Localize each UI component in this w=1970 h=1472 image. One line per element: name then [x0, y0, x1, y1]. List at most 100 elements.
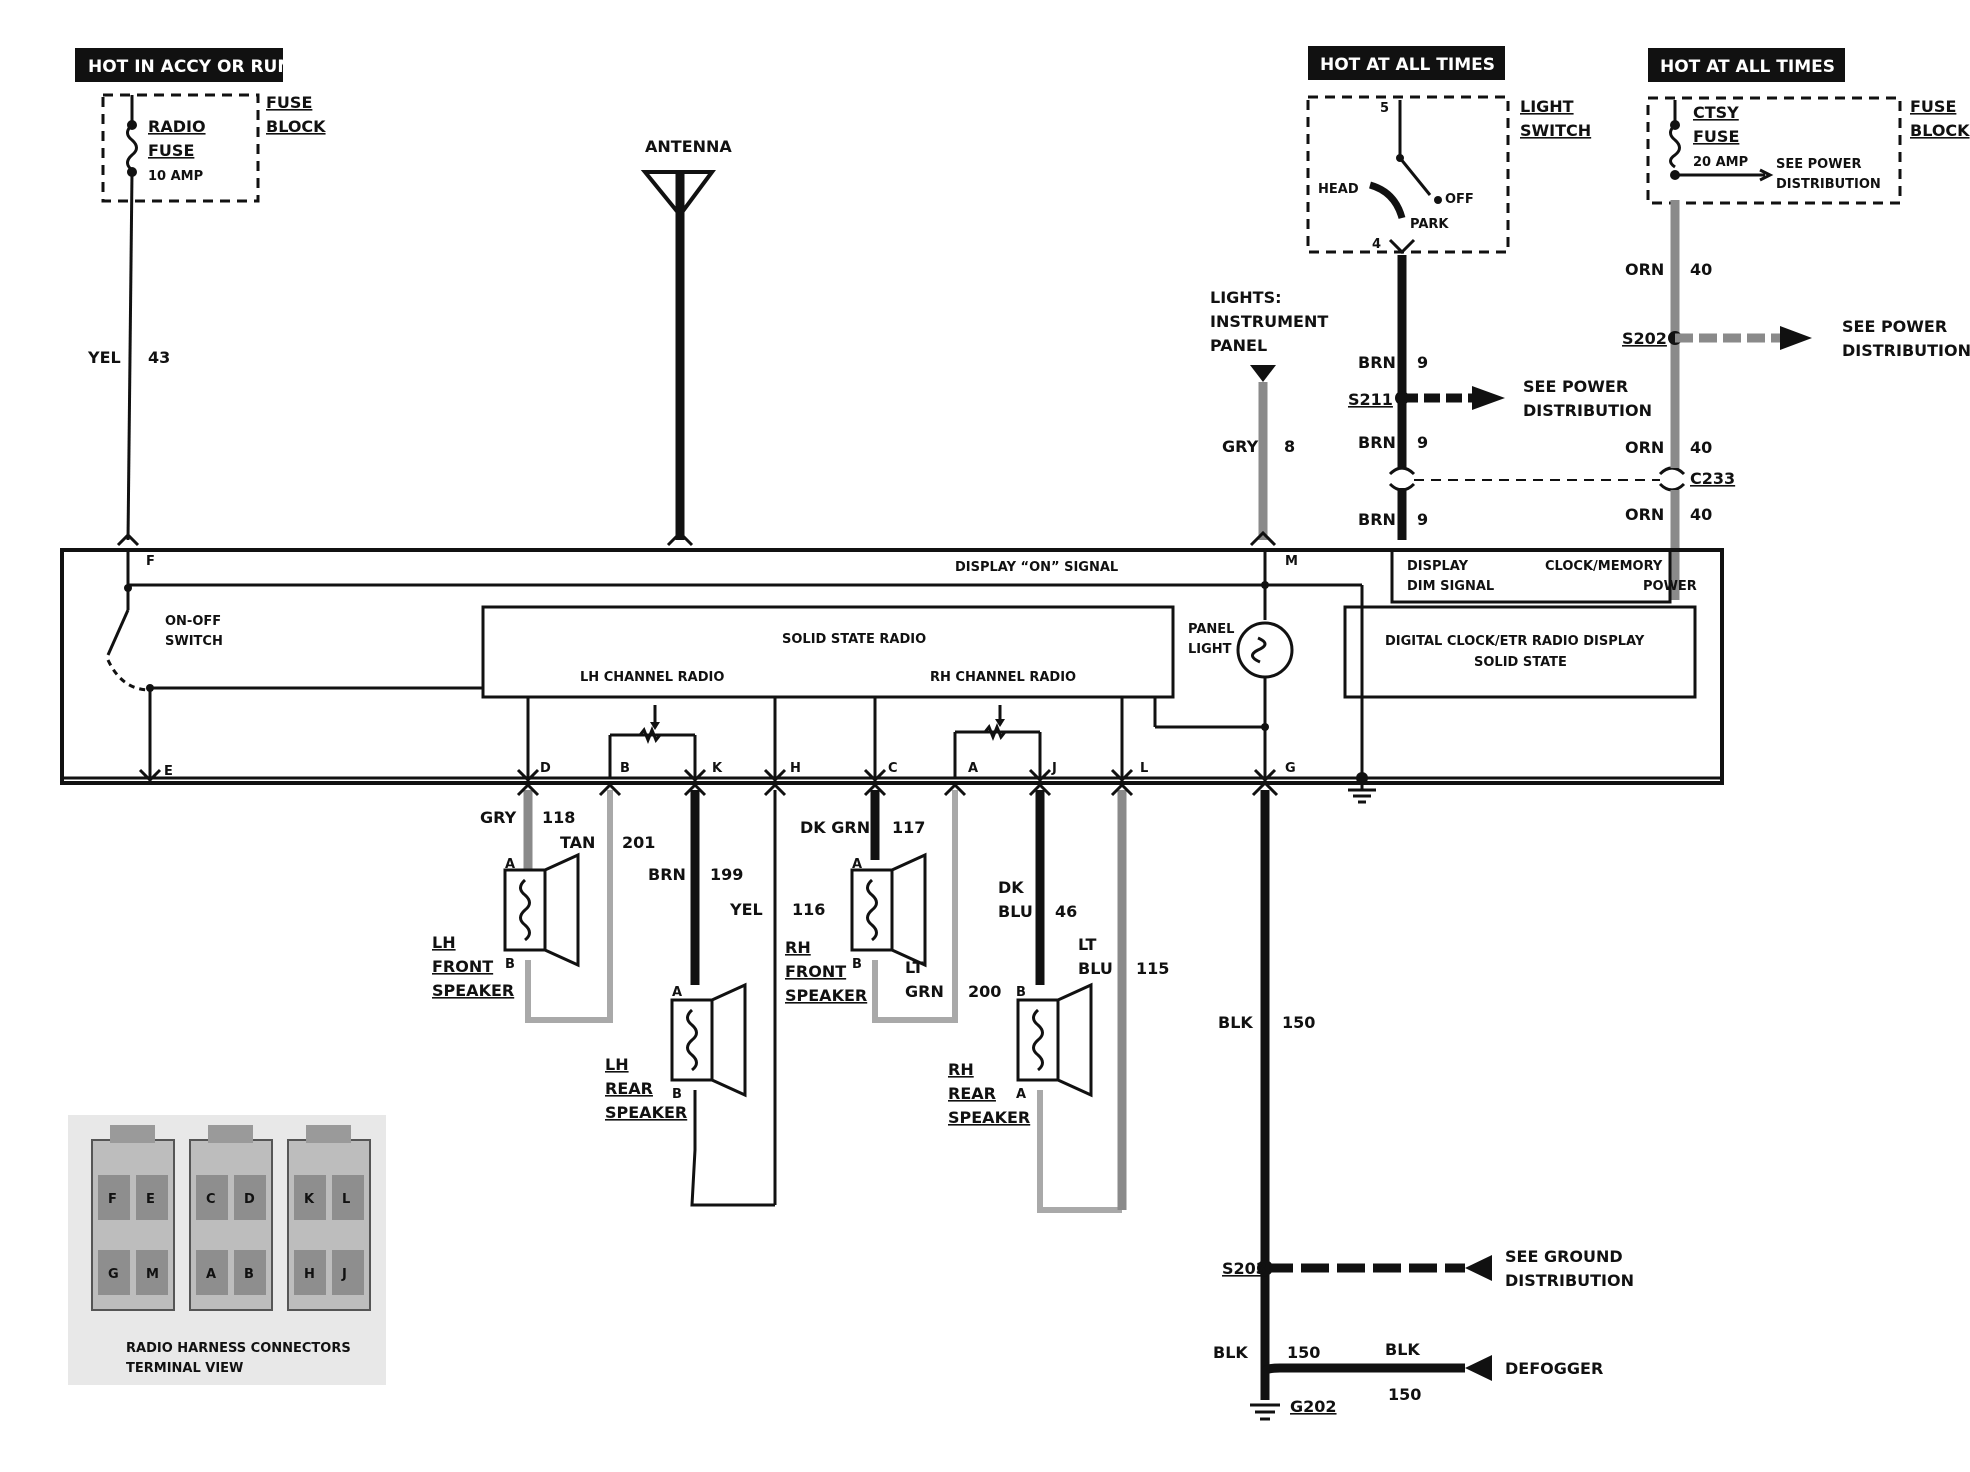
svg-text:ON-OFF: ON-OFF [165, 614, 221, 629]
svg-text:LT: LT [905, 958, 924, 977]
svg-text:117: 117 [892, 818, 925, 837]
svg-text:S203: S203 [1222, 1259, 1267, 1278]
svg-text:K: K [304, 1192, 315, 1207]
svg-text:201: 201 [622, 833, 655, 852]
radio-fuse-block: RADIO FUSE 10 AMP FUSE BLOCK [101, 93, 326, 203]
svg-text:M: M [1285, 554, 1298, 569]
svg-text:OFF: OFF [1445, 192, 1474, 207]
svg-text:L: L [342, 1192, 350, 1207]
wire-gry-118: GRY 118 [480, 782, 575, 870]
svg-text:LIGHT: LIGHT [1188, 642, 1232, 657]
svg-text:BLK: BLK [1385, 1340, 1420, 1359]
svg-text:RADIO HARNESS CONNECTORS: RADIO HARNESS CONNECTORS [126, 1341, 351, 1356]
svg-text:G: G [108, 1267, 119, 1282]
splice-s203: S203 SEE GROUND DISTRIBUTION [1222, 1247, 1634, 1290]
svg-text:BLK: BLK [1213, 1343, 1248, 1362]
svg-text:DISPLAY: DISPLAY [1407, 559, 1469, 574]
svg-text:B: B [1016, 985, 1026, 1000]
svg-text:A: A [206, 1267, 216, 1282]
svg-text:ANTENNA: ANTENNA [645, 137, 732, 156]
svg-text:REAR: REAR [605, 1079, 653, 1098]
svg-text:SOLID STATE: SOLID STATE [1474, 655, 1567, 670]
svg-text:40: 40 [1690, 260, 1712, 279]
svg-text:FRONT: FRONT [432, 957, 493, 976]
svg-text:SEE POWER: SEE POWER [1523, 377, 1628, 396]
svg-text:20 AMP: 20 AMP [1693, 155, 1748, 170]
svg-text:RADIO: RADIO [148, 117, 206, 136]
svg-text:SEE POWER: SEE POWER [1776, 157, 1861, 172]
svg-text:DK: DK [998, 878, 1024, 897]
svg-text:B: B [852, 957, 862, 972]
svg-text:S202: S202 [1622, 329, 1667, 348]
svg-text:RH: RH [785, 938, 811, 957]
svg-text:B: B [620, 761, 630, 776]
header-hot-all-times-2: HOT AT ALL TIMES [1648, 48, 1845, 82]
svg-text:A: A [1016, 1087, 1026, 1102]
wire-dk-blu-46: DK BLU 46 [998, 782, 1077, 985]
wire-orn-40: ORN 40 ORN 40 ORN 40 [1625, 200, 1712, 600]
svg-text:BRN: BRN [1358, 510, 1396, 529]
svg-text:G202: G202 [1290, 1397, 1337, 1416]
svg-text:C: C [888, 761, 898, 776]
svg-text:9: 9 [1417, 353, 1428, 372]
antenna: ANTENNA [640, 137, 732, 547]
svg-text:H: H [790, 761, 801, 776]
svg-text:E: E [146, 1192, 155, 1207]
svg-text:40: 40 [1690, 505, 1712, 524]
svg-text:4: 4 [1372, 237, 1381, 252]
svg-text:DISTRIBUTION: DISTRIBUTION [1505, 1271, 1634, 1290]
svg-text:HOT AT ALL TIMES: HOT AT ALL TIMES [1660, 57, 1835, 77]
svg-text:RH CHANNEL RADIO: RH CHANNEL RADIO [930, 670, 1076, 685]
svg-text:M: M [146, 1267, 159, 1282]
svg-text:A: A [672, 985, 682, 1000]
svg-text:B: B [244, 1267, 254, 1282]
svg-text:SPEAKER: SPEAKER [785, 986, 867, 1005]
svg-text:SPEAKER: SPEAKER [605, 1103, 687, 1122]
svg-text:PANEL: PANEL [1210, 336, 1267, 355]
svg-text:REAR: REAR [948, 1084, 996, 1103]
wire-tan-201: TAN 201 [525, 782, 655, 1023]
radio-harness-connectors: F E C D K L G M A B H J RADIO HARNESS CO… [68, 1115, 386, 1385]
svg-text:8: 8 [1284, 437, 1295, 456]
svg-text:A: A [505, 857, 515, 872]
svg-text:YEL: YEL [729, 900, 763, 919]
svg-text:H: H [304, 1267, 315, 1282]
wire-brn-9: BRN 9 BRN 9 BRN 9 [1358, 255, 1428, 540]
lh-front-speaker: A B LH FRONT SPEAKER [432, 852, 580, 1000]
svg-text:43: 43 [148, 348, 170, 367]
svg-text:INSTRUMENT: INSTRUMENT [1210, 312, 1328, 331]
svg-text:PANEL: PANEL [1188, 622, 1234, 637]
wire-dk-grn-117: DK GRN 117 [800, 782, 925, 860]
svg-text:F: F [108, 1192, 117, 1207]
svg-text:CLOCK/MEMORY: CLOCK/MEMORY [1545, 559, 1663, 574]
svg-text:RH: RH [948, 1060, 974, 1079]
svg-text:LIGHTS:: LIGHTS: [1210, 288, 1282, 307]
svg-text:DIGITAL CLOCK/ETR RADIO DISPLA: DIGITAL CLOCK/ETR RADIO DISPLAY [1385, 634, 1645, 649]
svg-text:150: 150 [1388, 1385, 1421, 1404]
svg-text:LH: LH [432, 933, 456, 952]
svg-text:BRN: BRN [648, 865, 686, 884]
svg-text:HOT IN ACCY OR RUN: HOT IN ACCY OR RUN [88, 57, 292, 77]
svg-text:YEL: YEL [87, 348, 121, 367]
svg-text:E: E [164, 764, 173, 779]
svg-text:D: D [540, 761, 551, 776]
svg-text:FRONT: FRONT [785, 962, 846, 981]
svg-text:150: 150 [1282, 1013, 1315, 1032]
svg-text:LT: LT [1078, 935, 1097, 954]
svg-text:POWER: POWER [1643, 579, 1697, 594]
svg-text:L: L [1140, 761, 1148, 776]
svg-text:J: J [1051, 761, 1057, 776]
svg-text:LIGHT: LIGHT [1520, 97, 1574, 116]
svg-text:DEFOGGER: DEFOGGER [1505, 1359, 1603, 1378]
svg-text:46: 46 [1055, 902, 1077, 921]
svg-text:HEAD: HEAD [1318, 182, 1359, 197]
svg-text:GRY: GRY [480, 808, 517, 827]
svg-text:DIM SIGNAL: DIM SIGNAL [1407, 579, 1494, 594]
svg-text:DISTRIBUTION: DISTRIBUTION [1842, 341, 1970, 360]
svg-text:FUSE: FUSE [1693, 127, 1739, 146]
wire-blk-150: BLK 150 BLK [1213, 780, 1315, 1400]
svg-text:C233: C233 [1690, 469, 1735, 488]
wire-yel-43: YEL 43 [87, 171, 170, 547]
svg-text:FUSE: FUSE [148, 141, 194, 160]
svg-text:SPEAKER: SPEAKER [432, 981, 514, 1000]
